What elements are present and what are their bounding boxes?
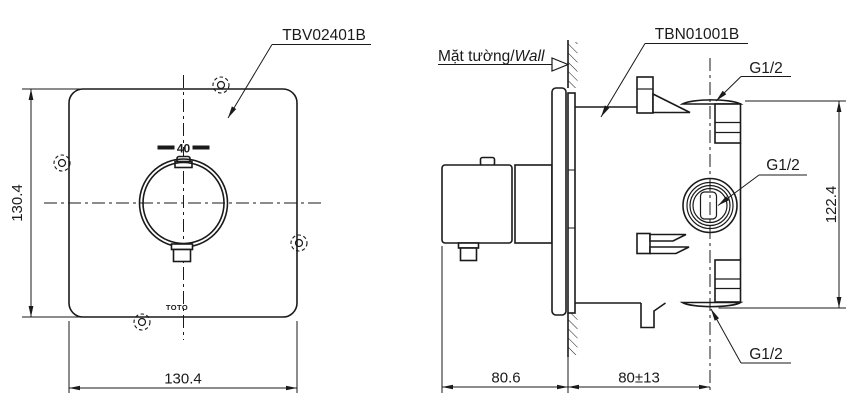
side-adapter [514,164,553,244]
part-label-trim: TBV02401B [227,27,371,119]
front-height-dimension: 130.4 [9,88,83,318]
top-mounting-bracket [636,76,691,114]
wall-arrow [551,57,570,72]
valve-body [567,76,744,329]
front-width-dimension: 130.4 [68,321,298,393]
temperature-stop-marking: 40 [157,142,210,156]
mounting-hole-left [53,154,71,172]
front-centerlines [44,75,322,340]
embed-depth-dim-text: 80±13 [618,370,660,387]
side-depth-dimensions: 80.6 80±13 [441,246,710,393]
mounting-hole-right [290,234,308,252]
handle-depth-dim-text: 80.6 [491,370,520,387]
part-label-tbn01001b: TBN01001B [655,26,739,43]
toto-logo: TOTO [166,303,188,312]
mounting-holes [53,76,308,331]
wall-label-vietnamese: Mặt tường/ [438,48,515,65]
svg-text:Mặt tường/Wall: Mặt tường/Wall [438,48,545,65]
g12-top-text: G1/2 [749,60,783,77]
side-view-drawing: Mặt tường/Wall [438,26,846,393]
side-height-dimension: 122.4 [718,100,846,309]
top-inlet-port [679,99,744,144]
thread-label-top: G1/2 [715,60,791,102]
side-knob [441,164,513,244]
side-handle-assembly [441,87,567,316]
front-width-dim-text: 130.4 [164,371,202,388]
leader-arrow [716,90,727,101]
thread-label-bottom: G1/2 [710,308,791,364]
g12-bottom-text: G1/2 [749,346,783,363]
part-label-tbv02401b: TBV02401B [282,27,366,44]
side-height-dim-text: 122.4 [823,186,840,224]
temperature-value: 40 [177,142,191,156]
leader-arrow [718,196,730,206]
wall-label: Mặt tường/Wall [438,48,570,72]
valve-flange [567,92,576,314]
leader-arrow [711,309,719,321]
mounting-hole-top [212,76,230,94]
control-knob [138,155,229,263]
g12-middle-text: G1/2 [766,157,800,174]
bottom-inlet-port [679,259,744,308]
bottom-mounting-bracket [636,232,690,255]
part-label-valve: TBN01001B [600,26,748,118]
escutcheon-plate [551,87,567,316]
front-height-dim-text: 130.4 [9,184,26,222]
leader-arrow [228,106,237,118]
leader-arrow [601,105,610,117]
knob-bottom-tab [170,243,194,251]
wall-label-english: Wall [515,48,545,65]
thread-label-middle: G1/2 [717,157,807,206]
front-view-drawing: 130.4 40 [9,27,371,393]
mounting-hole-bottom [133,313,151,331]
